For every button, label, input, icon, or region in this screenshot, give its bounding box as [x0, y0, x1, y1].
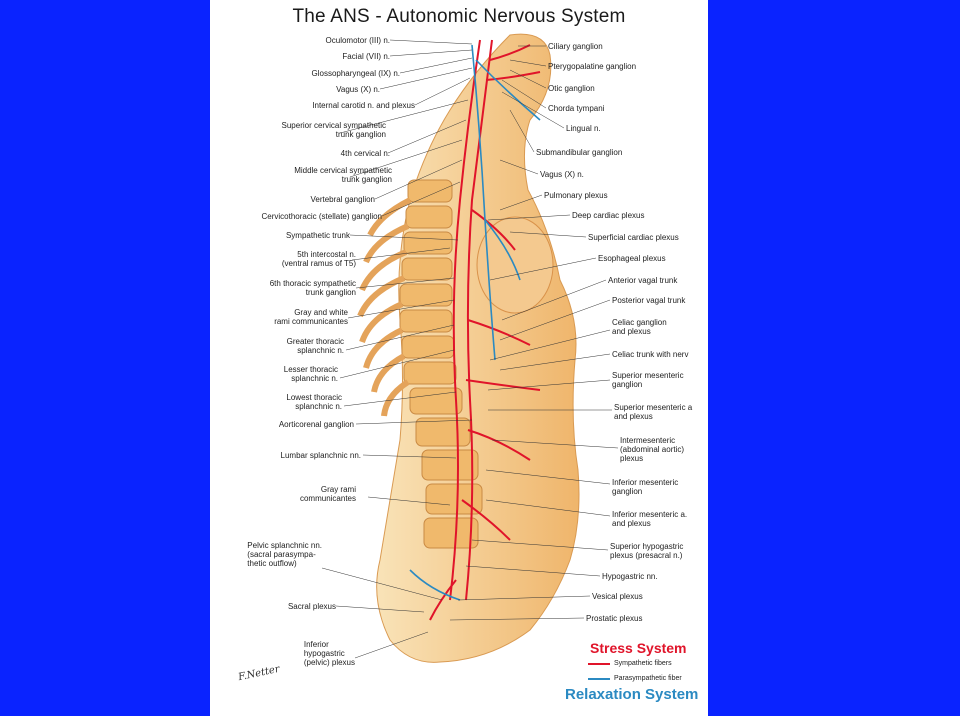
leader-lines-right	[449, 45, 619, 621]
label-deep-cardiac-plexus: Deep cardiac plexus	[572, 211, 645, 220]
label-internal-carotid: Internal carotid n. and plexus	[312, 101, 415, 110]
legend-parasympathetic-label: Parasympathetic fiber	[614, 675, 682, 682]
ribs	[357, 197, 412, 417]
label-inferior-mesenteric-ganglion: Inferior mesenteric ganglion	[612, 478, 679, 496]
sympathetic-nerves	[429, 39, 541, 621]
label-sympathetic-trunk: Sympathetic trunk	[285, 231, 350, 240]
label-inferior-mesenteric-artery: Inferior mesenteric a. and plexus	[612, 510, 688, 528]
label-middle-cervical-ganglion: Middle cervical sympathetic trunk gangli…	[294, 166, 392, 184]
label-anterior-vagal-trunk: Anterior vagal trunk	[608, 276, 678, 285]
label-hypogastric-nerves: Hypogastric nn.	[602, 572, 658, 581]
legend-stress-title: Stress System	[590, 640, 687, 656]
label-superficial-cardiac-plexus: Superficial cardiac plexus	[588, 233, 679, 242]
page-title: The ANS - Autonomic Nervous System	[292, 6, 626, 27]
label-sacral-plexus: Sacral plexus	[287, 602, 336, 611]
label-glossopharyngeal-nerve: Glossopharyngeal (IX) n.	[311, 69, 401, 78]
leader-lines-left	[321, 39, 473, 659]
label-prostatic-plexus: Prostatic plexus	[586, 614, 643, 623]
legend-parasympathetic-swatch	[588, 678, 610, 680]
label-aorticorenal-ganglion: Aorticorenal ganglion	[278, 420, 354, 429]
anatomy-illustration	[321, 33, 619, 663]
label-superior-mesenteric-artery: Superior mesenteric a and plexus	[614, 403, 693, 421]
label-lowest-splanchnic: Lowest thoracic splanchnic n.	[286, 393, 342, 411]
label-pelvic-splanchnic: Pelvic splanchnic nn. (sacral parasympa-…	[247, 541, 322, 568]
label-facial-nerve: Facial (VII) n.	[342, 52, 390, 61]
label-pterygopalatine-ganglion: Pterygopalatine ganglion	[548, 62, 637, 71]
label-lumbar-splanchnic: Lumbar splanchnic nn.	[280, 451, 362, 460]
label-6th-thoracic-ganglion: 6th thoracic sympathetic trunk ganglion	[269, 279, 356, 297]
label-vesical-plexus: Vesical plexus	[592, 592, 643, 601]
legend-sympathetic-label: Sympathetic fibers	[614, 660, 672, 667]
label-lesser-splanchnic: Lesser thoracic splanchnic n.	[283, 365, 338, 383]
label-5th-intercostal-nerve: 5th intercostal n. (ventral ramus of T5)	[281, 250, 356, 268]
label-intermesenteric-plexus: Intermesenteric (abdominal aortic) plexu…	[620, 436, 685, 463]
heart-shape	[476, 216, 554, 314]
label-ciliary-ganglion: Ciliary ganglion	[548, 42, 603, 51]
label-inferior-hypogastric-plexus: Inferior hypogastric (pelvic) plexus	[303, 640, 355, 667]
label-superior-hypogastric-plexus: Superior hypogastric plexus (presacral n…	[610, 542, 684, 560]
legend-sympathetic-swatch	[588, 663, 610, 665]
label-pulmonary-plexus: Pulmonary plexus	[544, 191, 608, 200]
label-vertebral-ganglion: Vertebral ganglion	[310, 195, 376, 204]
label-greater-splanchnic: Greater thoracic splanchnic n.	[286, 337, 344, 355]
label-otic-ganglion: Otic ganglion	[548, 84, 595, 93]
label-submandibular-ganglion: Submandibular ganglion	[536, 148, 623, 157]
label-superior-mesenteric-ganglion: Superior mesenteric ganglion	[612, 371, 684, 389]
label-chorda-tympani: Chorda tympani	[548, 104, 605, 113]
label-posterior-vagal-trunk: Posterior vagal trunk	[612, 296, 686, 305]
label-cervicothoracic-ganglion: Cervicothoracic (stellate) ganglion	[261, 212, 383, 221]
label-vagus-nerve-left: Vagus (X) n.	[336, 85, 380, 94]
label-superior-cervical-ganglion: Superior cervical sympathetic trunk gang…	[281, 121, 386, 139]
label-4th-cervical-nerve: 4th cervical n.	[340, 149, 390, 158]
label-celiac-ganglion: Celiac ganglion and plexus	[612, 318, 667, 336]
legend-relaxation-title: Relaxation System	[565, 686, 699, 703]
label-vagus-nerve-right: Vagus (X) n.	[540, 170, 584, 179]
label-celiac-trunk: Celiac trunk with nerv	[612, 350, 689, 359]
label-gray-rami-communicantes: Gray rami communicantes	[299, 485, 356, 503]
label-esophageal-plexus: Esophageal plexus	[598, 254, 666, 263]
illustration-panel: The ANS - Autonomic Nervous System	[210, 0, 708, 716]
label-lingual-nerve: Lingual n.	[566, 124, 601, 133]
label-gray-white-rami: Gray and white rami communicantes	[274, 308, 348, 326]
label-oculomotor-nerve: Oculomotor (III) n.	[325, 36, 390, 45]
